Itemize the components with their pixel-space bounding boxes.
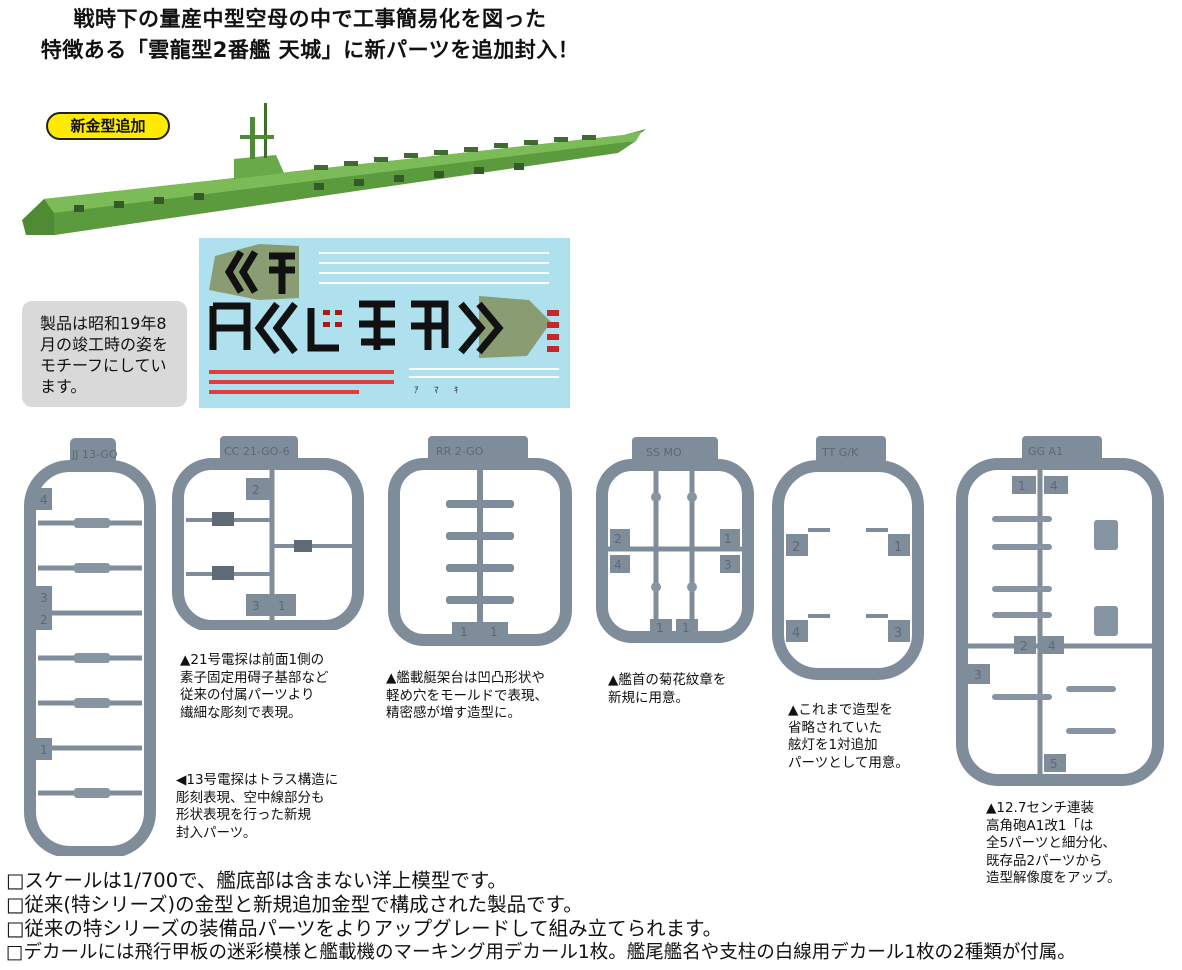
sprue-chrysanthemum: SS MO 2 4 1 3 1 1 [596, 437, 754, 643]
decal-kana-a: ｱ [414, 386, 419, 396]
sprue-4-num-1b: 1 [656, 621, 664, 635]
sprue-stern-light: TT G/K 2 1 4 3 [772, 436, 924, 680]
bottom-note-1: □スケールは1/700で、艦底部は含まない洋上模型です。 [6, 869, 507, 892]
headline-line-2: 特徴ある「雲龍型2番艦 天城」に新パーツを追加封入！ [40, 38, 580, 62]
sprue-6-tag: GG A1 [1028, 445, 1063, 458]
sprue-5-num-1: 1 [894, 540, 902, 555]
sprue-6-num-3: 3 [974, 668, 982, 682]
headline-line-1: 戦時下の量産中型空母の中で工事簡易化を図った [73, 7, 547, 31]
bottom-note-4: □デカールには飛行甲板の迷彩模様と艦載機のマーキング用デカール1枚。艦尾艦名や支… [6, 942, 1076, 963]
sprue-4-tag: SS MO [646, 446, 682, 459]
sprue-6-num-4: 4 [1050, 479, 1058, 493]
sprue-1-num-2: 2 [40, 613, 48, 627]
sprue-1-num-1: 1 [40, 743, 48, 757]
sprue-5-tag: TT G/K [821, 446, 859, 459]
sprue-1-num-4: 4 [40, 493, 48, 507]
sprue-4-num-2: 2 [614, 532, 622, 546]
note-box [22, 301, 187, 407]
caption-radar21: ▲21号電探は前面1側の 素子固定用碍子基部など 従来の付属パーツより 繊細な彫… [180, 652, 329, 721]
sprue-2-num-3: 3 [252, 599, 260, 613]
sprue-3-num-1b: 1 [490, 625, 498, 639]
sprue-13go-radar: JJ 13-GO 4 3 2 1 [24, 438, 156, 856]
sprue-4-num-1: 1 [724, 532, 732, 546]
caption-chrysanthemum: ▲艦首の菊花紋章を 新規に用意。 [608, 672, 727, 706]
caption-boat-cradle: ▲艦載艇架台は凹凸形状や 軽め穴をモールドで表現、 精密感が増す造型に。 [386, 670, 548, 721]
deck-aircraft-group [314, 135, 596, 170]
sprue-21go-radar: CC 21-GO-6 2 3 1 [172, 436, 364, 630]
ship-model-image [22, 103, 646, 235]
caption-radar13: ◀13号電探はトラス構造に 彫刻表現、空中線部分も 形状表現を行った新規 封入パ… [176, 772, 339, 841]
sprue-6-num-5: 5 [1050, 757, 1058, 771]
bottom-note-3: □従来の特シリーズの装備品パーツをよりアップグレードして組み立てられます。 [6, 917, 723, 940]
sprue-5-num-3: 3 [894, 626, 902, 641]
sprue-127-gun: GG A1 1 4 2 4 3 5 [956, 436, 1164, 786]
sprue-6-num-2: 2 [1020, 639, 1028, 653]
new-mold-badge: 新金型追加 [46, 112, 170, 140]
decal-sheet-image: ｱ ﾏ ｷ [199, 238, 570, 408]
sprue-3-tag: RR 2-GO [436, 445, 484, 458]
decal-kana-ma: ﾏ [434, 386, 439, 396]
sprue-3-num-1a: 1 [460, 625, 468, 639]
bottom-note-2: □従来(特シリーズ)の金型と新規追加金型で構成された製品です。 [6, 893, 583, 916]
caption-stern-light: ▲これまで造型を 省略されていた 舷灯を1対追加 パーツとして用意。 [788, 702, 909, 771]
sprue-4-num-4: 4 [614, 558, 622, 572]
note-text: 製品は昭和19年8月の竣工時の姿をモチーフにしています。 [40, 314, 169, 396]
sprue-6-num-4b: 4 [1048, 639, 1056, 653]
sprue-5-num-4: 4 [792, 626, 800, 641]
sprue-1-num-3: 3 [40, 591, 48, 605]
sprue-2-num-2: 2 [252, 483, 260, 497]
decal-kana-ki: ｷ [454, 386, 459, 396]
sprue-4-num-1c: 1 [682, 621, 690, 635]
sprue-4-num-3: 3 [724, 558, 732, 572]
sprue-boat-cradle: RR 2-GO 1 1 [388, 436, 572, 646]
sprue-2-tag: CC 21-GO-6 [224, 445, 290, 458]
caption-127-gun: ▲12.7センチ連装 高角砲A1改1「は 全5パーツと細分化、 既存品2パーツか… [986, 800, 1121, 886]
sprue-5-num-2: 2 [792, 540, 800, 555]
sprue-6-num-1: 1 [1018, 479, 1026, 493]
sprue-1-tag: JJ 13-GO [71, 448, 118, 461]
sprue-2-num-1: 1 [278, 599, 286, 613]
